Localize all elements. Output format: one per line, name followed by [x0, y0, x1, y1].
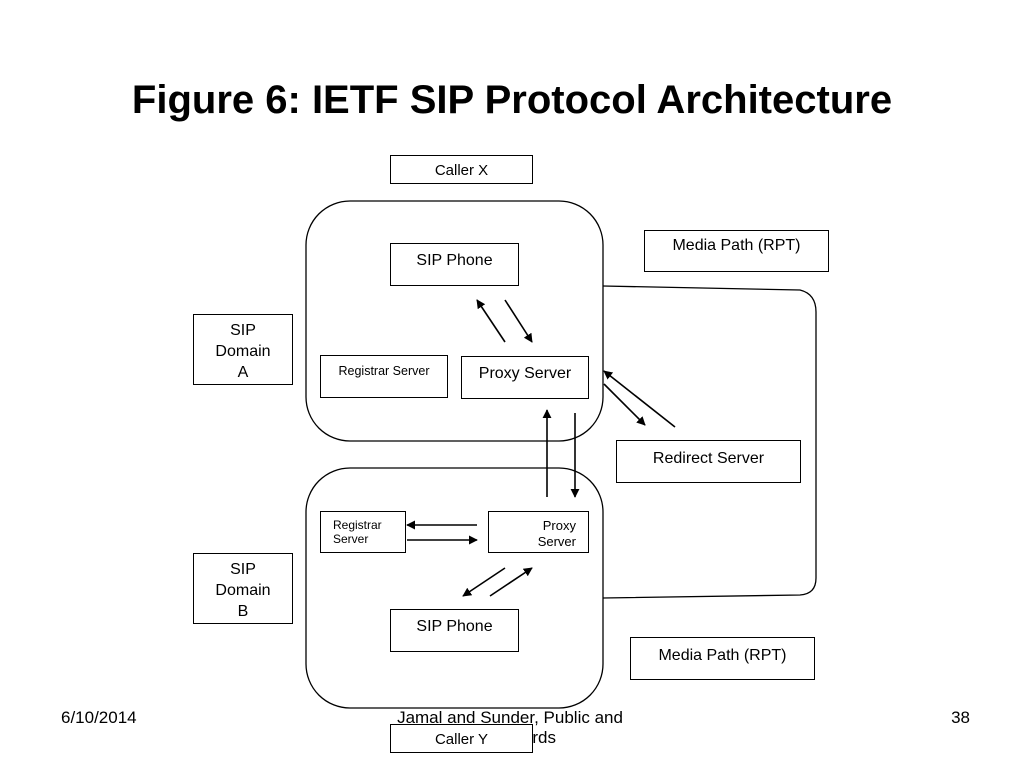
registrar-server-b-label-line: Registrar [333, 518, 382, 532]
proxy-server-b-label-line: Proxy [542, 518, 576, 533]
registrar-server-b-box: Registrar Server [320, 511, 406, 553]
sip-phone-b-box: SIP Phone [390, 609, 519, 652]
proxy-a-to-phone-a-arrow [476, 299, 506, 343]
proxy-server-b-label-line: Server [537, 534, 576, 549]
media-path-top-label: Media Path (RPT) [672, 237, 801, 254]
media-path-bottom-box: Media Path (RPT) [630, 637, 815, 680]
footer-credit-line: Jamal and Sunder, Public and [397, 708, 623, 727]
footer-page-number: 38 [951, 708, 970, 727]
redirect-server-box: Redirect Server [616, 440, 801, 483]
proxy-a-to-redirect-arrow [603, 383, 646, 426]
redirect-to-proxy-a-arrow [603, 370, 676, 428]
proxy-server-a-box: Proxy Server [461, 356, 589, 399]
domain-a-label-line: Domain [215, 343, 271, 360]
domain-b-label-line: SIP [230, 561, 256, 578]
sip-phone-a-label: SIP Phone [416, 252, 493, 269]
redirect-server-label: Redirect Server [652, 450, 765, 467]
sip-domain-a-box: SIP Domain A [193, 314, 293, 385]
domain-a-label-line: A [237, 364, 249, 381]
caller-x-box: Caller X [390, 155, 533, 184]
caller-y-label: Caller Y [434, 731, 489, 748]
media-path-top-box: Media Path (RPT) [644, 230, 829, 272]
caller-y-box: Caller Y [390, 724, 533, 753]
domain-b-label-line: B [237, 603, 249, 620]
proxy-b-to-phone-b-arrow [462, 567, 506, 597]
proxy-server-a-label: Proxy Server [478, 365, 572, 382]
domain-b-container [305, 467, 604, 709]
caller-x-label: Caller X [434, 162, 489, 179]
slide-title: Figure 6: IETF SIP Protocol Architecture [131, 78, 893, 122]
phone-a-to-proxy-a-arrow [504, 299, 533, 343]
registrar-server-a-box: Registrar Server [320, 355, 448, 398]
domain-a-label-line: SIP [230, 322, 256, 339]
phone-b-to-proxy-b-arrow [489, 567, 533, 597]
media-path-bottom-label: Media Path (RPT) [658, 647, 787, 664]
proxy-server-b-box: Proxy Server [488, 511, 589, 553]
domain-a-container [305, 200, 604, 442]
registrar-server-b-label-line: Server [333, 532, 369, 546]
sip-phone-b-label: SIP Phone [416, 618, 493, 635]
media-path-line [602, 285, 817, 599]
registrar-server-a-label: Registrar Server [338, 364, 430, 378]
sip-domain-b-box: SIP Domain B [193, 553, 293, 624]
sip-phone-a-box: SIP Phone [390, 243, 519, 286]
footer-date: 6/10/2014 [61, 708, 137, 727]
domain-b-label-line: Domain [215, 582, 271, 599]
signaling-arrows [406, 299, 676, 597]
